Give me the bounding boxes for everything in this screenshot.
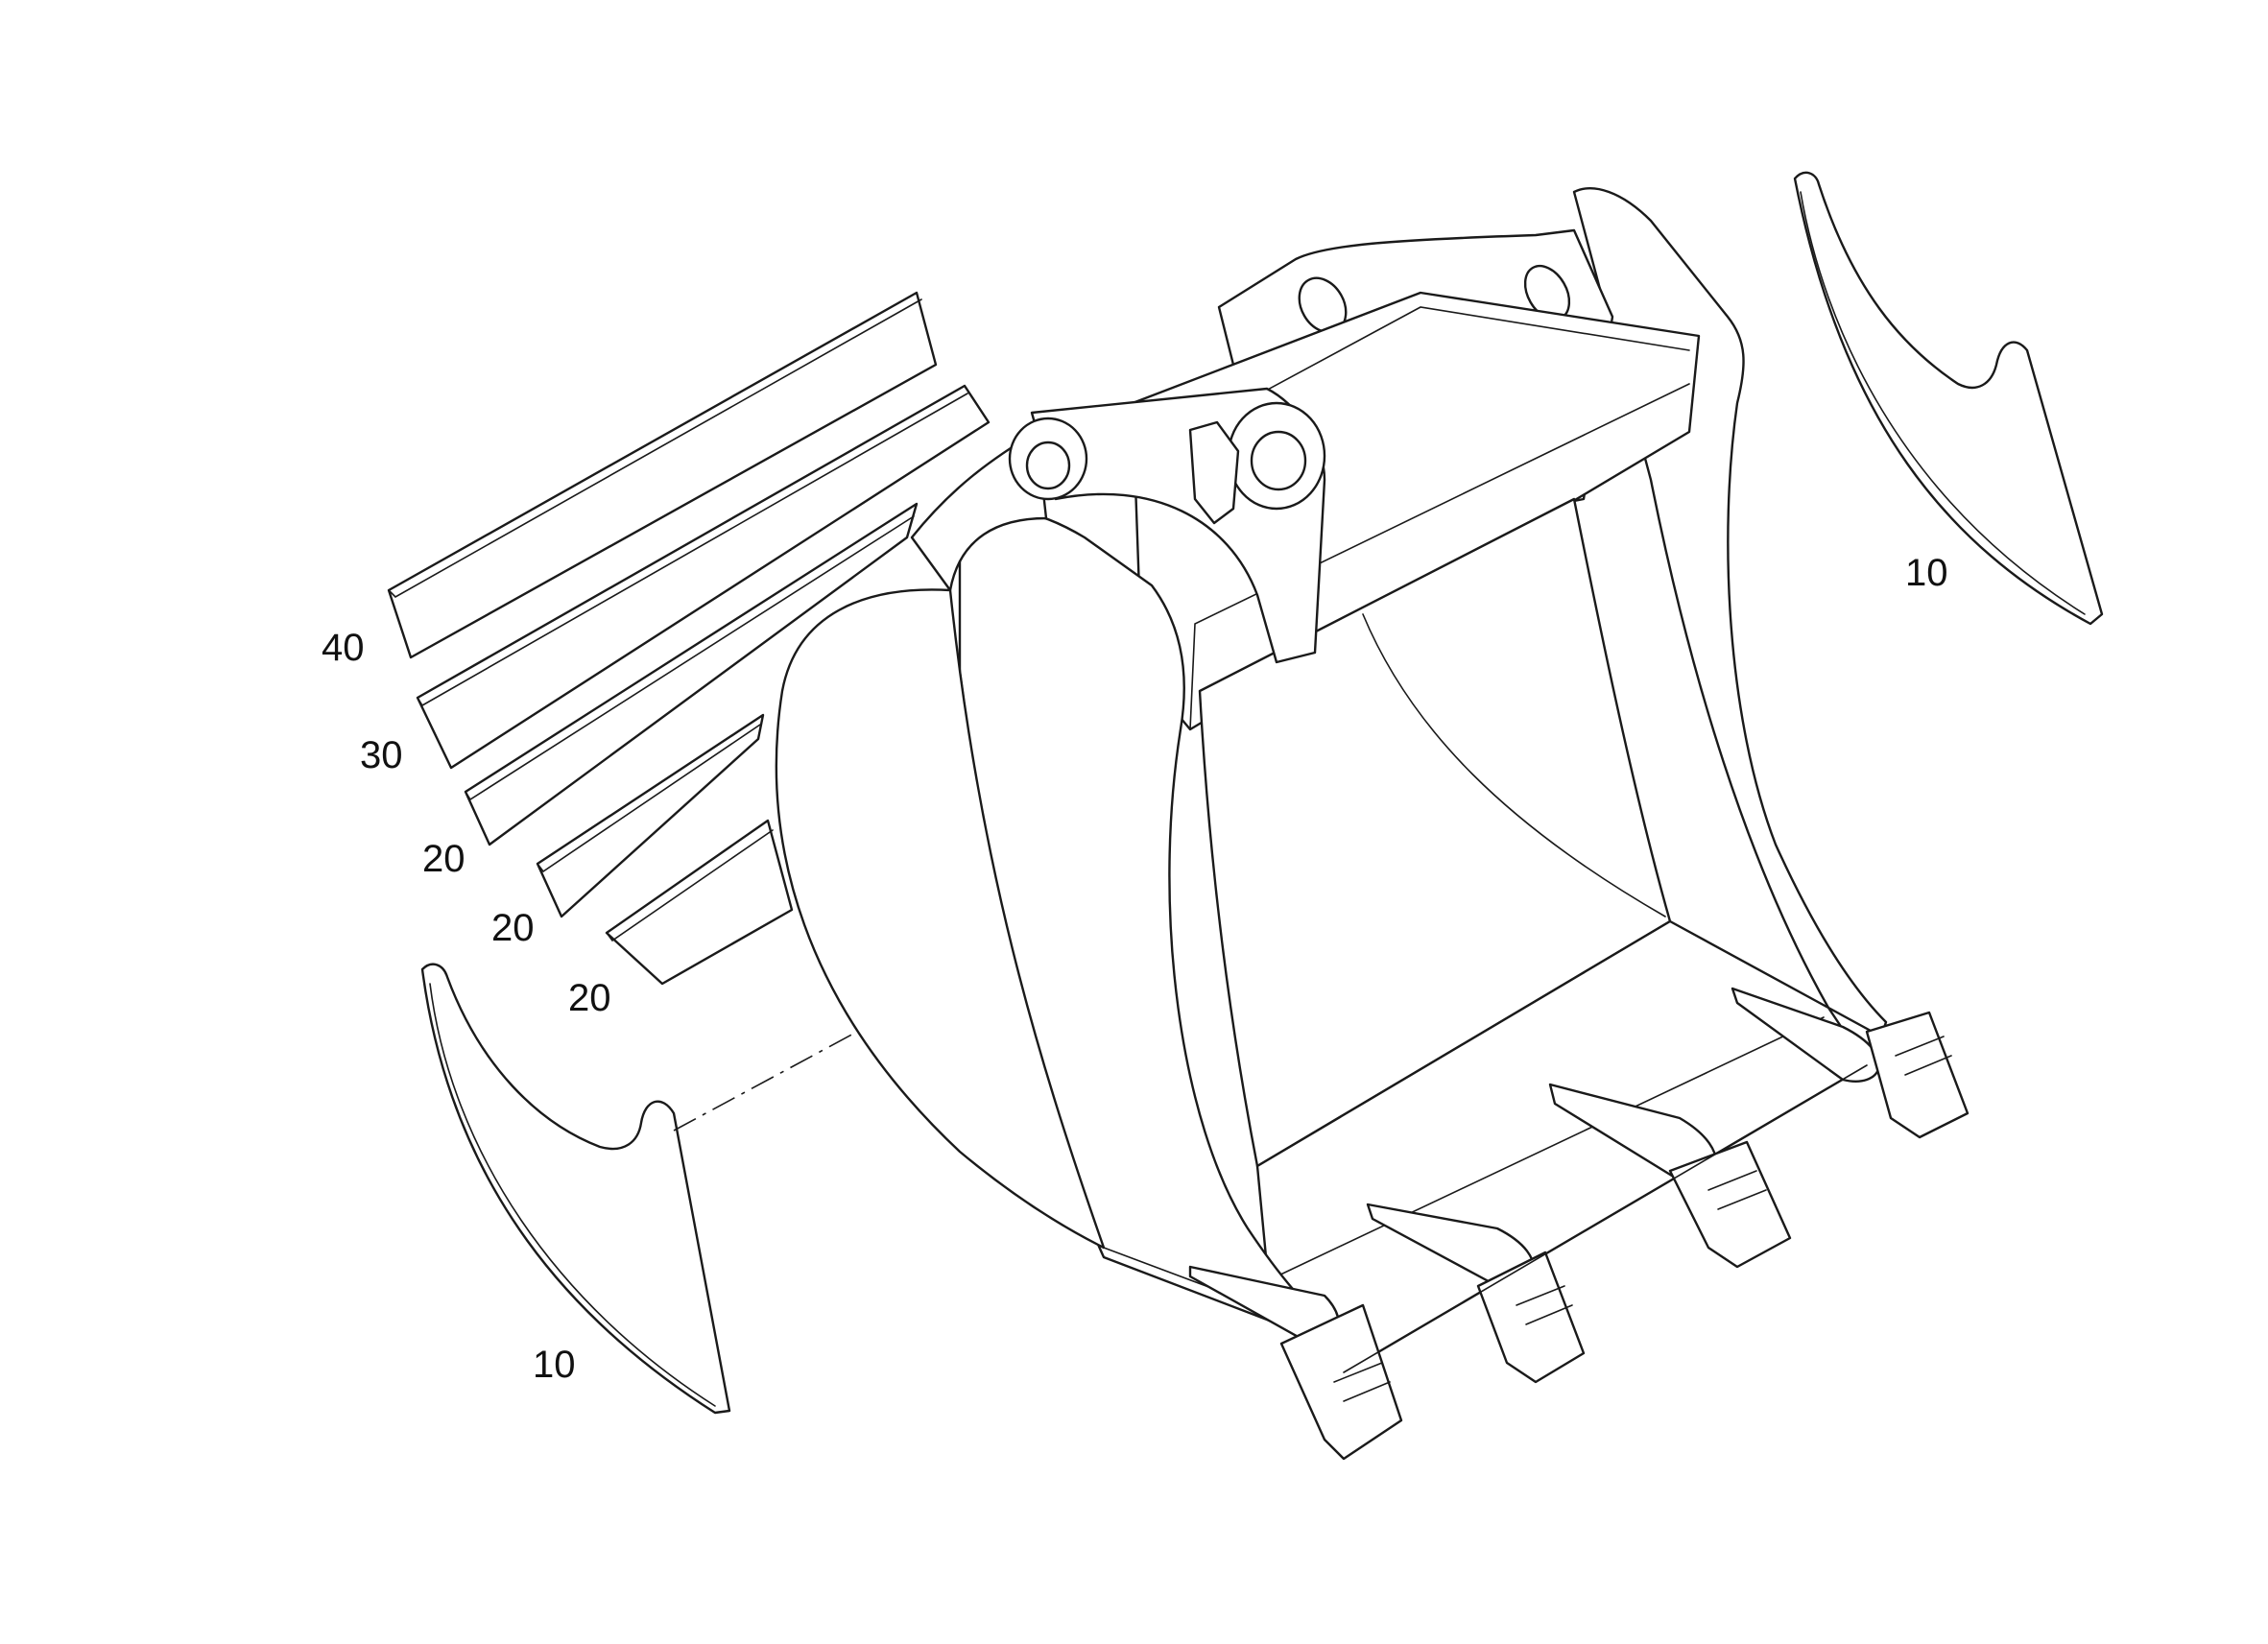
- bucket-tooth-4: [1731, 987, 1970, 1139]
- callout-wear-plate-40: 40: [322, 627, 365, 669]
- callout-wear-strip-a: 20: [422, 838, 466, 880]
- bucket-tooth-1: [1188, 1265, 1403, 1461]
- bucket-tooth-3: [1548, 1083, 1792, 1269]
- bucket-body: [775, 187, 1888, 1374]
- left-side-cutter: [420, 963, 731, 1415]
- callout-right-side-cutter: 10: [1905, 552, 1948, 594]
- wear-plate-30-shape: [416, 384, 991, 770]
- wear-strip-b-shape: [536, 713, 765, 918]
- callout-wear-strip-b: 20: [491, 907, 535, 949]
- wear-strip-c-shape: [605, 819, 794, 986]
- callout-left-side-cutter: 10: [533, 1344, 576, 1386]
- wear-strip-a-shape: [464, 502, 919, 846]
- wear-plate-40-shape: [387, 291, 938, 659]
- callout-wear-strip-c: 20: [568, 977, 611, 1019]
- right-side-cutter: [1793, 171, 2104, 626]
- bucket-tooth-2: [1366, 1203, 1586, 1384]
- cutting-edge: [1343, 1064, 1868, 1373]
- callout-wear-plate-30: 30: [360, 734, 403, 776]
